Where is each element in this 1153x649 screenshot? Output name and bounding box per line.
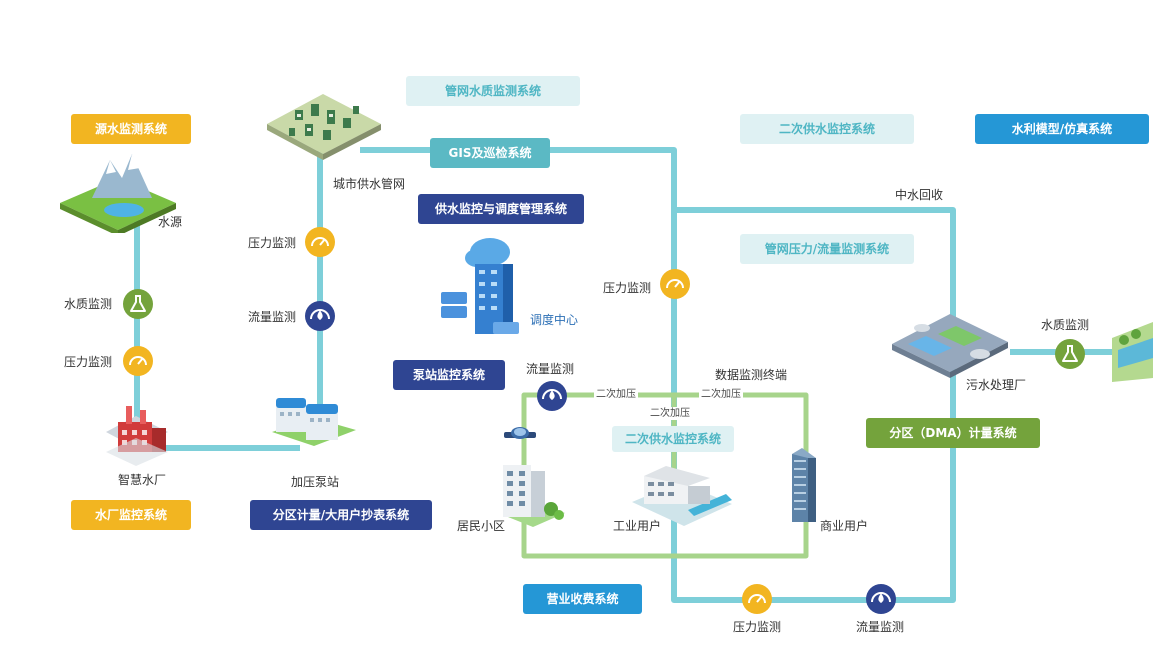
flask-icon[interactable] [1054, 338, 1086, 370]
residential-label: 居民小区 [457, 519, 506, 533]
billing-system-tag[interactable]: 营业收费系统 [523, 584, 642, 614]
water-meter-icon [504, 427, 536, 439]
flow-monitor-bottom-label: 流量监测 [856, 620, 905, 634]
flask-icon[interactable] [122, 288, 154, 320]
industrial-building-icon [632, 466, 732, 526]
pressure-monitor-mid-label: 压力监测 [603, 281, 652, 295]
pump-system-tag[interactable]: 泵站监控系统 [393, 360, 505, 390]
sewage-plant-label: 污水处理厂 [966, 378, 1027, 392]
plant-monitoring-system-tag[interactable]: 水厂监控系统 [71, 500, 191, 530]
commercial-tower-icon [792, 448, 816, 522]
commercial-label: 商业用户 [820, 519, 869, 533]
water-source-label: 水源 [158, 215, 183, 229]
quality-monitor-left-label: 水质监测 [64, 297, 113, 311]
industrial-label: 工业用户 [613, 519, 662, 533]
source-monitoring-system-tag[interactable]: 源水监测系统 [71, 114, 191, 144]
zone-meter-system-tag[interactable]: 分区计量/大用户抄表系统 [250, 500, 432, 530]
gauge-icon[interactable] [122, 345, 154, 377]
secondary-supply-loop-tag[interactable]: 二次供水监控系统 [612, 426, 734, 452]
pressure-monitor-bottom-label: 压力监测 [733, 620, 782, 634]
residential-building-icon [503, 465, 565, 527]
data-terminal-label: 数据监测终端 [715, 368, 788, 382]
water-plant-icon [106, 406, 168, 466]
quality-monitor-right-label: 水质监测 [1041, 318, 1090, 332]
flow-monitor-pump-label: 流量监测 [248, 310, 297, 324]
gauge-icon[interactable] [304, 226, 336, 258]
landscape-icon [1112, 322, 1153, 382]
city-network-label: 城市供水管网 [333, 177, 406, 191]
flow-meter-icon[interactable] [304, 300, 336, 332]
city-network-icon [267, 94, 381, 160]
pressure-monitor-left-label: 压力监测 [64, 355, 113, 369]
water-source-icon [60, 154, 176, 233]
pump-station-label: 加压泵站 [291, 475, 340, 489]
gauge-icon[interactable] [741, 583, 773, 615]
gis-system-tag[interactable]: GIS及巡检系统 [430, 138, 550, 168]
secondary-boost-label: 二次加压 [699, 388, 743, 401]
dma-system-tag[interactable]: 分区（DMA）计量系统 [866, 418, 1040, 448]
secondary-boost-label: 二次加压 [594, 388, 638, 401]
sewage-plant-icon [892, 314, 1008, 378]
secondary-supply-system-tag[interactable]: 二次供水监控系统 [740, 114, 914, 144]
pressure-flow-system-tag[interactable]: 管网压力/流量监测系统 [740, 234, 914, 264]
gauge-icon[interactable] [659, 268, 691, 300]
model-simulation-system-tag[interactable]: 水利模型/仿真系统 [975, 114, 1149, 144]
pipe-quality-system-tag[interactable]: 管网水质监测系统 [406, 76, 580, 106]
dispatch-center-label: 调度中心 [530, 313, 579, 327]
plant-label: 智慧水厂 [118, 473, 167, 487]
dispatch-system-tag[interactable]: 供水监控与调度管理系统 [418, 194, 584, 224]
pressure-monitor-pump-label: 压力监测 [248, 236, 297, 250]
flow-monitor-residential-label: 流量监测 [526, 362, 575, 376]
secondary-boost-label: 二次加压 [648, 407, 692, 420]
flow-meter-icon[interactable] [536, 380, 568, 412]
dispatch-center-icon [441, 238, 519, 334]
flow-meter-icon[interactable] [865, 583, 897, 615]
pipe-network-main [360, 147, 956, 603]
reclaimed-water-label: 中水回收 [895, 188, 944, 202]
pump-station-icon [272, 398, 356, 446]
